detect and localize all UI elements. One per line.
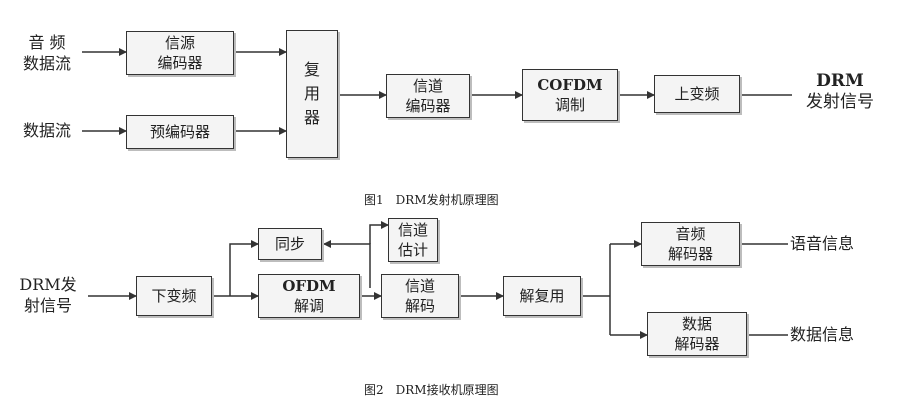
ofdm-demod-block: OFDM 解调 — [258, 274, 360, 318]
downconvert-block: 下变频 — [136, 276, 212, 316]
sync-block: 同步 — [258, 228, 322, 260]
voice-output-label: 语音信息 — [790, 234, 855, 253]
data-dec-block: 数据 解码器 — [647, 312, 747, 356]
demux-block: 解复用 — [503, 276, 581, 316]
mux-block: 复 用 器 — [286, 30, 338, 158]
audio-dec-line1: 音频 — [675, 225, 706, 243]
channel-dec-line1: 信道 — [404, 277, 435, 295]
tx-output-label: DRM 发射信号 — [792, 71, 888, 113]
ofdm-demod-line1: OFDM — [282, 277, 336, 295]
upconvert-line1: 上变频 — [674, 85, 720, 103]
data-input-line1: 数据流 — [22, 121, 71, 140]
channel-est-line2: 估计 — [397, 241, 428, 259]
cofdm-mod-line2: 调制 — [554, 96, 585, 114]
data-dec-line2: 解码器 — [674, 335, 720, 353]
data-output-label: 数据信息 — [790, 325, 855, 344]
downconvert-line1: 下变频 — [151, 287, 197, 305]
upconvert-block: 上变频 — [654, 75, 740, 113]
fig1-caption: 图1 DRM发射机原理图 — [364, 193, 499, 207]
cofdm-mod-block: COFDM 调制 — [522, 69, 618, 121]
sync-line1: 同步 — [274, 235, 305, 253]
channel-dec-block: 信道 解码 — [381, 274, 459, 318]
rx-input-line1: DRM发 — [19, 275, 77, 294]
data-input-label: 数据流 — [12, 120, 82, 141]
tx-output-line2: 发射信号 — [806, 92, 874, 112]
channel-est-block: 信道 估计 — [388, 218, 438, 262]
channel-est-line1: 信道 — [397, 221, 428, 239]
audio-input-label: 音 频 数据流 — [12, 32, 82, 74]
pre-coder-line1: 预编码器 — [149, 123, 210, 141]
cofdm-mod-line1: COFDM — [537, 76, 603, 94]
audio-dec-line2: 解码器 — [667, 245, 713, 263]
audio-dec-block: 音频 解码器 — [641, 222, 740, 266]
channel-coder-line2: 编码器 — [405, 97, 451, 115]
mux-line2: 用 — [303, 84, 320, 103]
channel-coder-line1: 信道 — [412, 77, 443, 95]
fig2-caption: 图2 DRM接收机原理图 — [364, 383, 499, 397]
source-coder-line1: 信源 — [164, 34, 195, 52]
audio-input-line1: 音 频 — [28, 33, 66, 52]
ofdm-demod-line2: 解调 — [293, 297, 324, 315]
data-dec-line1: 数据 — [681, 315, 712, 333]
pre-coder-block: 预编码器 — [126, 115, 234, 149]
mux-line1: 复 — [303, 60, 320, 79]
rx-input-label: DRM发 射信号 — [8, 274, 88, 316]
mux-line3: 器 — [303, 108, 320, 127]
source-coder-block: 信源 编码器 — [126, 31, 234, 75]
audio-input-line2: 数据流 — [22, 54, 71, 73]
source-coder-line2: 编码器 — [157, 54, 203, 72]
demux-line1: 解复用 — [519, 287, 565, 305]
tx-output-line1: DRM — [816, 71, 864, 91]
channel-dec-line2: 解码 — [404, 297, 435, 315]
rx-input-line2: 射信号 — [23, 296, 72, 315]
channel-coder-block: 信道 编码器 — [386, 74, 470, 118]
